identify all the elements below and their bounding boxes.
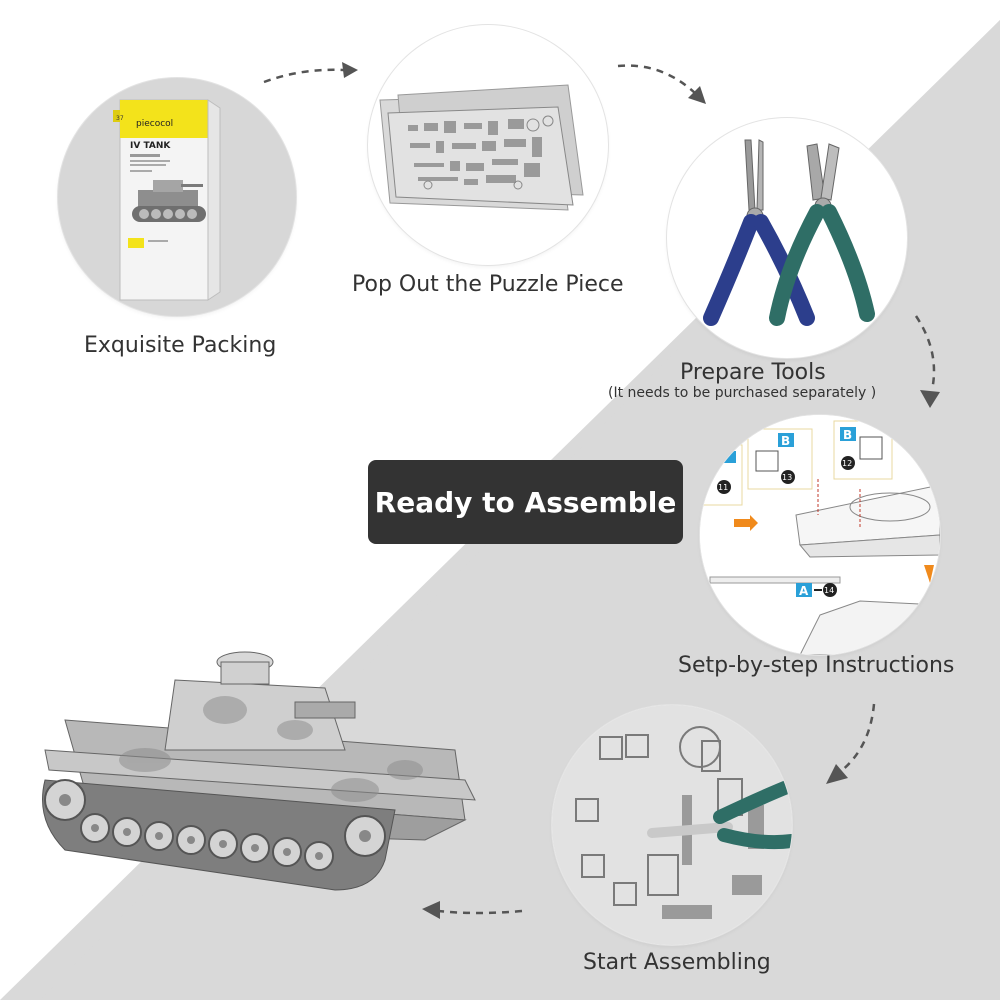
packing-circle: piecocol 37 IV TANK [58, 78, 296, 316]
svg-text:11: 11 [718, 483, 728, 492]
side-cutter [769, 143, 875, 326]
finished-tank-model [42, 651, 476, 891]
step-note-tools: (It needs to be purchased separately ) [608, 385, 877, 401]
step-label-packing: Exquisite Packing [84, 333, 277, 358]
assembling-circle [552, 705, 792, 945]
instruction-label-a: A [799, 584, 809, 598]
ready-to-assemble-banner: Ready to Assemble [368, 460, 683, 544]
box-number: 37 [116, 115, 124, 122]
flow-arrow-1 [263, 62, 358, 84]
instructions-circle: B B 11 13 12 A 14 [700, 415, 940, 655]
puzzle-sheet-circle [368, 25, 608, 265]
step-label-instructions: Setp-by-step Instructions [678, 653, 955, 678]
part-number-11: 11 [717, 480, 731, 494]
flow-arrow-3 [914, 315, 940, 408]
step-label-tools: Prepare Tools [680, 360, 826, 385]
part-number-12: 12 [841, 456, 855, 470]
metal-sheet-image [379, 84, 584, 211]
part-number-13: 13 [781, 470, 795, 484]
box-tank-icon [132, 180, 206, 222]
instruction-label-b1: B [781, 434, 790, 448]
needle-nose-plier [703, 139, 815, 326]
step-label-assembling: Start Assembling [583, 950, 771, 975]
flow-arrow-2 [617, 64, 706, 104]
svg-text:14: 14 [824, 586, 834, 595]
flow-arrow-5 [422, 901, 523, 919]
assembling-image [552, 705, 792, 945]
svg-text:12: 12 [842, 459, 852, 468]
part-number-14: 14 [823, 583, 837, 597]
pliers-image [703, 139, 875, 326]
tools-circle [667, 118, 907, 358]
box-brand: piecocol [136, 119, 173, 129]
box-title: IV TANK [130, 141, 171, 151]
svg-text:13: 13 [782, 473, 792, 482]
product-box-image: piecocol 37 IV TANK [113, 99, 221, 301]
step-label-puzzle: Pop Out the Puzzle Piece [352, 272, 624, 297]
flow-arrow-4 [826, 703, 876, 784]
instruction-label-b2: B [843, 428, 852, 442]
instruction-sheet-image: B B 11 13 12 A 14 [700, 415, 940, 655]
